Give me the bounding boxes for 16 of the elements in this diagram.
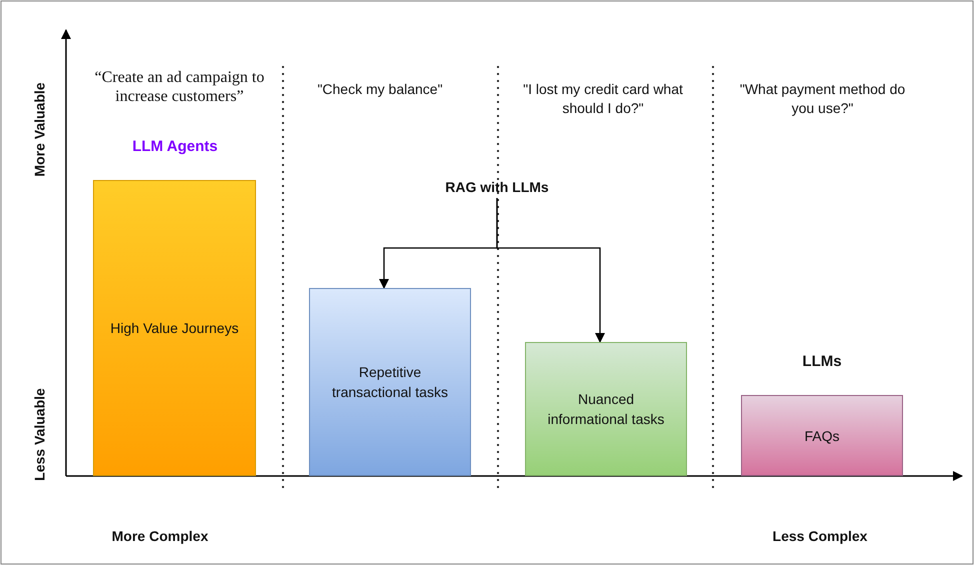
task-bar: Repetitive transactional tasks (309, 288, 471, 476)
axis-label: More Complex (110, 527, 210, 546)
example-query: "What payment method do you use?" (738, 80, 906, 118)
approach-heading: LLMs (801, 352, 843, 371)
axis-label: Less Complex (772, 527, 868, 546)
axis-label: More Valuable (30, 81, 48, 179)
example-query: "Check my balance" (316, 80, 444, 99)
arrow (496, 198, 605, 343)
approach-heading: RAG with LLMs (427, 176, 567, 198)
journey-bar: High Value Journeys (93, 180, 256, 476)
faq-bar: FAQs (741, 395, 903, 476)
example-query: "I lost my credit card what should I do?" (522, 80, 684, 118)
axis-label: Less Valuable (30, 387, 48, 483)
approach-heading: LLM Agents (131, 137, 219, 156)
task-bar: Nuanced informational tasks (525, 342, 687, 476)
example-query: “Create an ad campaign to increase customers” (94, 68, 266, 106)
